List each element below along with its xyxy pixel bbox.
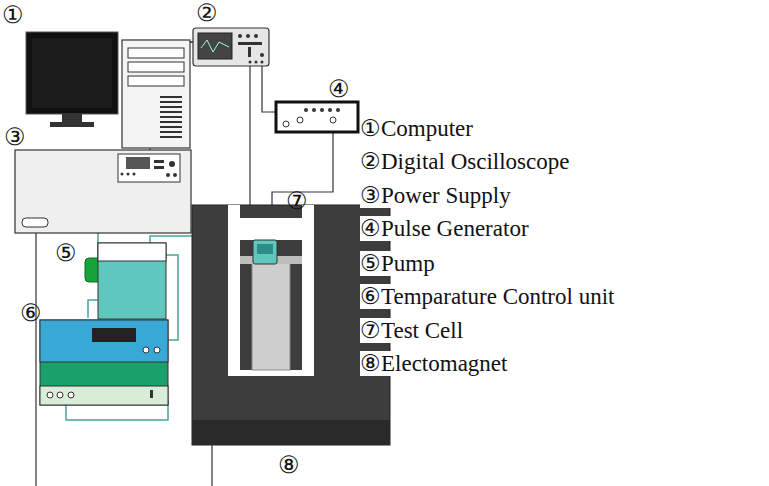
callout-number: ⑦: [286, 188, 308, 214]
callout-number: ①: [2, 2, 24, 28]
legend-item: ②Digital Oscilloscope: [360, 149, 569, 174]
legend-item: ⑥Temparature Control unit: [360, 284, 614, 309]
legend-item: ⑧Electomagnet: [360, 351, 507, 376]
legend-item: ⑤Pump: [360, 251, 435, 276]
legend-item: ④Pulse Generator: [360, 216, 529, 241]
legend-item: ③Power Supply: [360, 183, 511, 208]
legend-item: ⑦Test Cell: [360, 318, 463, 343]
callout-number: ⑧: [278, 452, 300, 478]
callout-number: ⑤: [55, 240, 77, 266]
callout-number: ④: [328, 76, 350, 102]
callout-number: ⑥: [20, 300, 42, 326]
callout-number: ②: [196, 0, 218, 26]
callout-number: ③: [4, 124, 26, 150]
legend-item: ①Computer: [360, 116, 473, 141]
